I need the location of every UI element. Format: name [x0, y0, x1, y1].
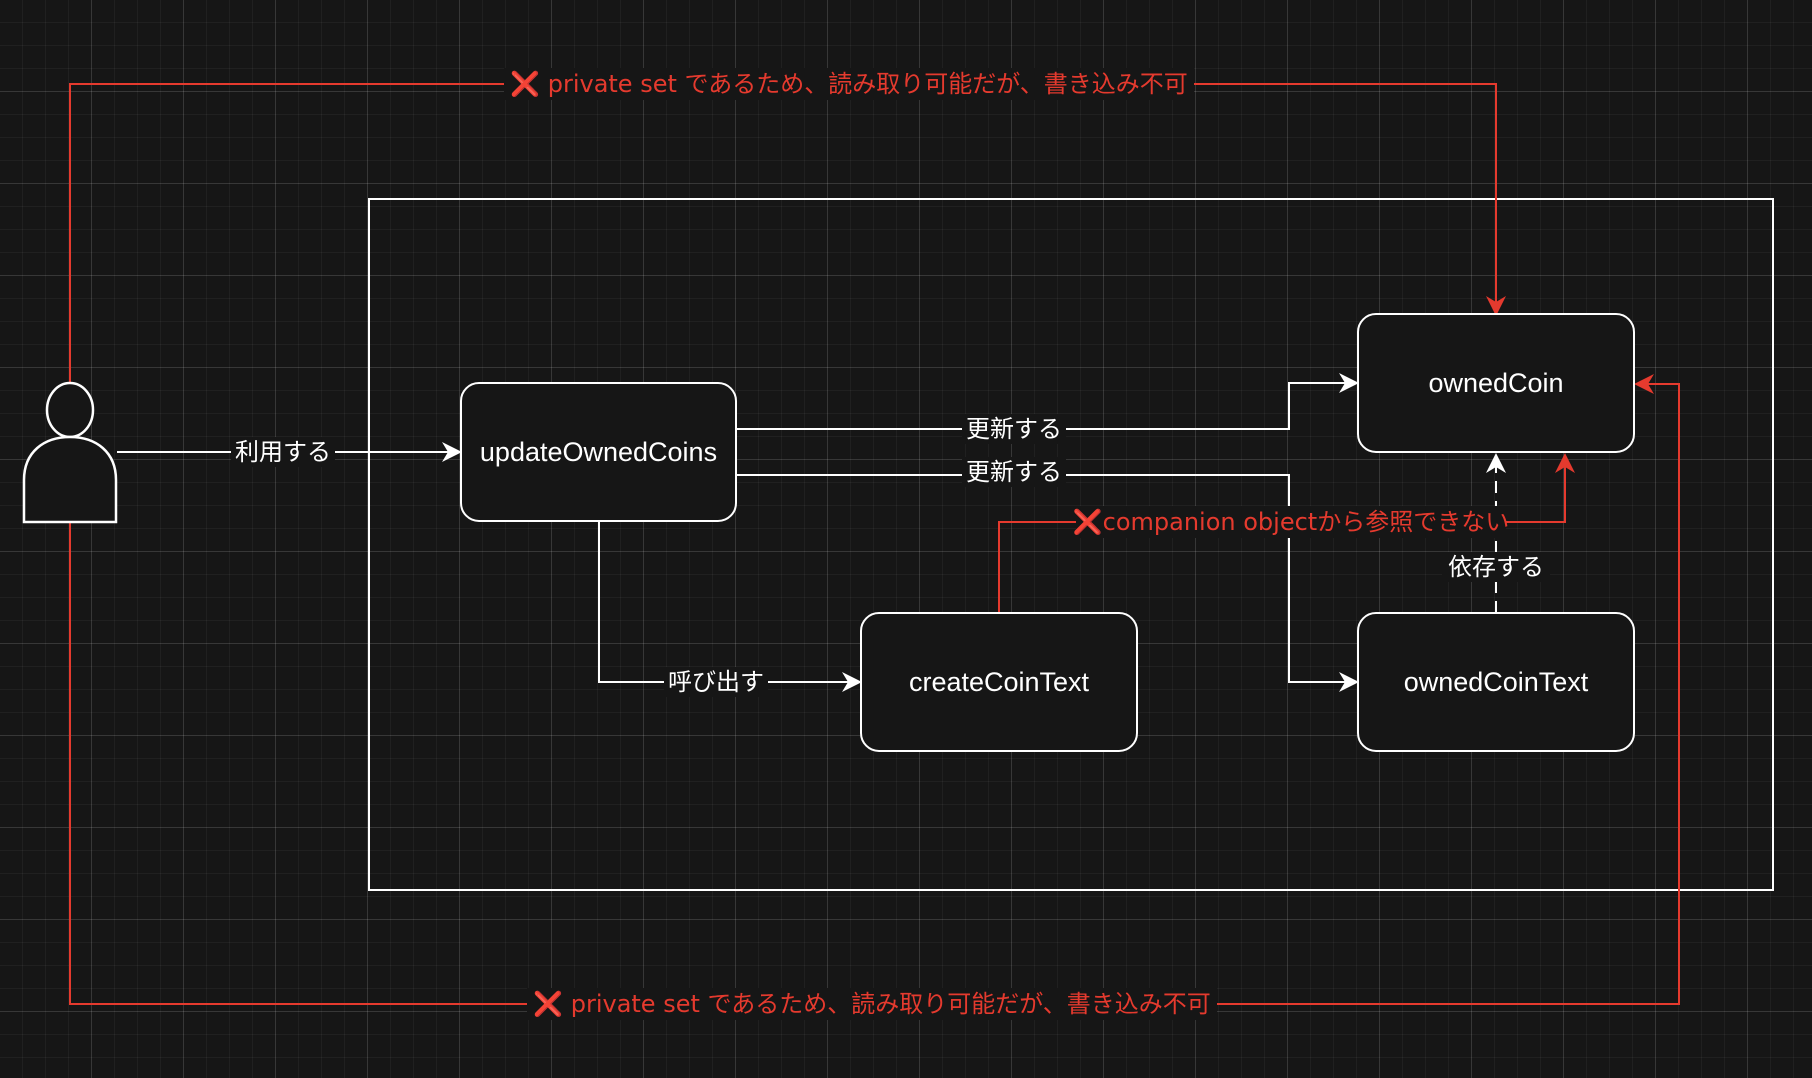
label-call: 呼び出す: [664, 667, 768, 697]
edge-private-set-top: [69, 83, 1506, 384]
label-companion-forbidden-text: ❌companion objectから参照できない: [1073, 508, 1509, 536]
node-owned-coin-label: ownedCoin: [1428, 368, 1563, 398]
user-icon: [22, 381, 118, 524]
label-use: 利用する: [231, 437, 335, 467]
label-depends-text: 依存する: [1448, 553, 1544, 581]
node-owned-coin-text[interactable]: ownedCoinText: [1357, 612, 1635, 752]
label-private-set-bottom: ❌ private set であるため、読み取り可能だが、書き込み不可: [527, 988, 1217, 1020]
edge-private-set-bottom: [69, 374, 1680, 1005]
label-companion-forbidden: ❌companion objectから参照できない: [1073, 506, 1509, 538]
module-boundary: [368, 198, 1774, 891]
label-private-set-top: ❌ private set であるため、読み取り可能だが、書き込み不可: [504, 68, 1194, 100]
label-use-text: 利用する: [235, 438, 331, 466]
node-create-coin-text-label: createCoinText: [909, 667, 1090, 697]
label-call-text: 呼び出す: [668, 668, 764, 696]
node-owned-coin-text-label: ownedCoinText: [1404, 667, 1589, 697]
label-private-set-top-text: ❌ private set であるため、読み取り可能だが、書き込み不可: [510, 70, 1188, 98]
label-update-2-text: 更新する: [966, 458, 1062, 486]
label-private-set-bottom-text: ❌ private set であるため、読み取り可能だが、書き込み不可: [533, 990, 1211, 1018]
label-update-1-text: 更新する: [966, 415, 1062, 443]
node-update-owned-coins[interactable]: updateOwnedCoins: [460, 382, 737, 522]
edge-call: [598, 522, 862, 692]
node-owned-coin[interactable]: ownedCoin: [1357, 313, 1635, 453]
label-update-1: 更新する: [962, 414, 1066, 444]
label-update-2: 更新する: [962, 457, 1066, 487]
node-create-coin-text[interactable]: createCoinText: [860, 612, 1138, 752]
label-depends: 依存する: [1442, 552, 1550, 582]
node-update-owned-coins-label: updateOwnedCoins: [480, 437, 717, 467]
